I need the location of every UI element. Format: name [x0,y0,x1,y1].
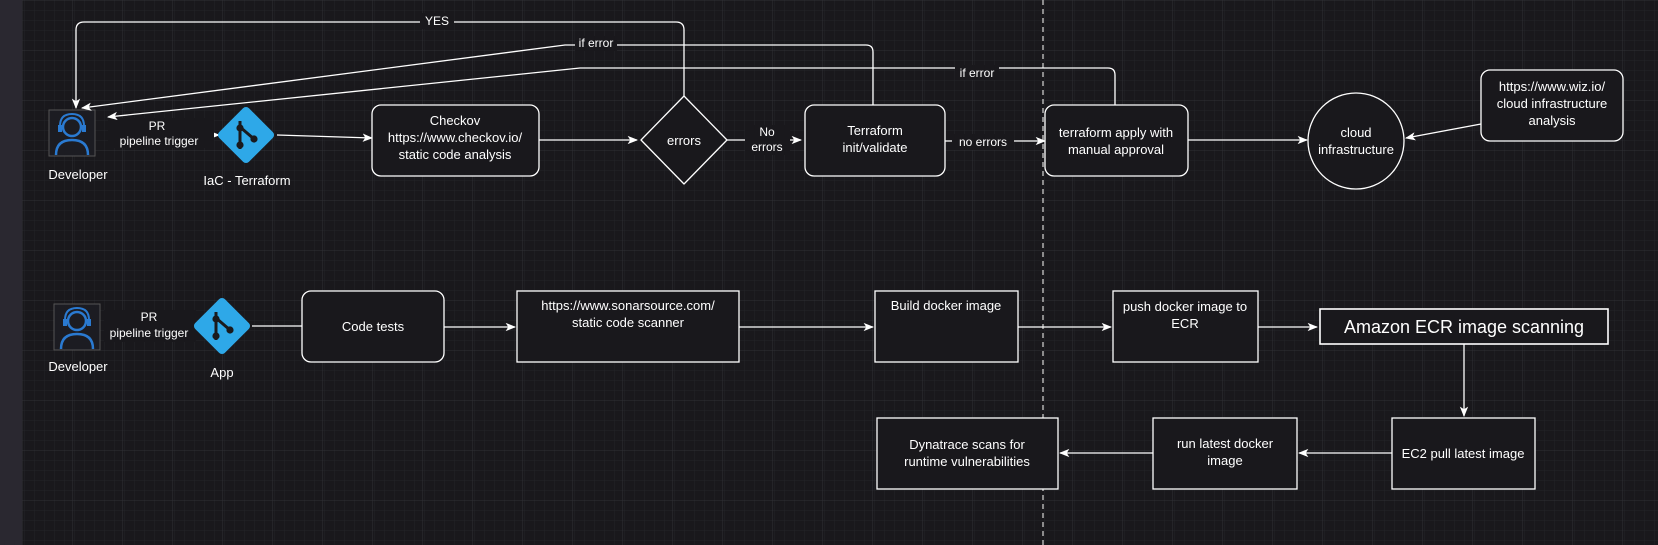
edge-wiz-to-cloud [1404,123,1482,141]
no-errors-label-2: errors [751,140,782,154]
developer-person-icon[interactable] [48,109,96,157]
trigger-label-pipeline: pipeline trigger [120,134,199,148]
checkov-desc: static code analysis [399,147,512,162]
sonar-desc: static code scanner [572,315,685,330]
cloud-node[interactable] [1307,92,1405,190]
code-tests-label: Code tests [342,319,405,334]
apply-line-1: terraform apply with [1059,125,1173,140]
sonar-node[interactable] [516,290,740,363]
run-line-2: image [1207,453,1242,468]
sonar-url: https://www.sonarsource.com/ [541,298,715,313]
apply-node[interactable] [1044,104,1189,177]
no-errors-bg-2 [952,134,1014,150]
yes-label: YES [425,14,449,28]
if-error-bg-1 [575,36,617,51]
no-errors-label-1: No [759,125,775,139]
push-node[interactable] [1112,290,1259,363]
wiz-line-2: cloud infrastructure [1497,96,1608,111]
trigger-label-bg-app [104,310,196,342]
trigger-label-pipeline-app: pipeline trigger [110,326,189,340]
if-error-label-1: if error [579,36,614,50]
errors-label: errors [667,133,701,148]
run-node[interactable] [1152,417,1298,490]
push-line-1: push docker image to [1123,299,1247,314]
edge-if-error-terraform [80,44,874,111]
developer-person-icon-app[interactable] [53,303,101,351]
terraform-title: Terraform [847,123,903,138]
git-icon[interactable] [216,105,275,164]
no-errors-bg [745,125,790,155]
if-error-bg-2 [955,65,999,80]
apply-line-2: manual approval [1068,142,1164,157]
ec2-node[interactable] [1391,417,1536,490]
wiz-node[interactable] [1480,69,1624,142]
dynatrace-line-1: Dynatrace scans for [909,437,1025,452]
repo-label-app: App [210,365,233,380]
no-errors-label: no errors [959,135,1007,149]
ecr-scan-label: Amazon ECR image scanning [1344,317,1584,337]
developer-label: Developer [48,167,108,182]
grid [22,0,1658,545]
if-error-label-2: if error [960,66,995,80]
trigger-label-bg [108,118,214,148]
terraform-desc: init/validate [842,140,907,155]
edge-if-error-apply [106,67,1116,121]
build-node[interactable] [874,290,1019,363]
edge-yes-loop [71,21,685,110]
trigger-label-pr-app: PR [141,310,158,324]
dynatrace-line-2: runtime vulnerabilities [904,454,1030,469]
ec2-label: EC2 pull latest image [1402,446,1525,461]
wiz-url: https://www.wiz.io/ [1499,79,1606,94]
wiz-line-3: analysis [1529,113,1576,128]
push-line-2: ECR [1171,316,1198,331]
build-label: Build docker image [891,298,1002,313]
errors-decision[interactable] [640,95,728,185]
yes-label-bg [420,13,454,29]
git-icon-app[interactable] [192,296,251,355]
checkov-title: Checkov [430,113,481,128]
run-line-1: run latest docker [1177,436,1274,451]
edge-repo-to-checkov [276,133,374,142]
repo-label-iac: IaC - Terraform [203,173,290,188]
cloud-line-2: infrastructure [1318,142,1394,157]
dynatrace-node[interactable] [876,417,1059,490]
developer-label-app: Developer [48,359,108,374]
ecr-scan-node[interactable] [1319,308,1609,345]
checkov-url: https://www.checkov.io/ [388,130,523,145]
cloud-line-1: cloud [1340,125,1371,140]
trigger-label-pr: PR [149,119,166,133]
